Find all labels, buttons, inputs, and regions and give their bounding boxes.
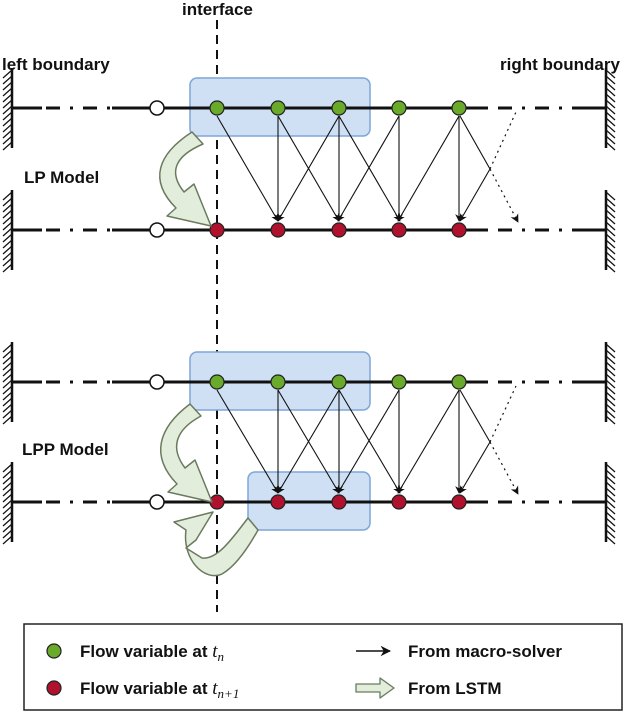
boundary-node [149, 494, 165, 510]
hatched-wall-icon [604, 68, 616, 151]
hatched-wall-icon [2, 462, 14, 545]
arrow-fan [216, 111, 519, 223]
flow-node-tn1 [391, 222, 407, 238]
lpp-model-label: LPP Model [22, 440, 109, 459]
flow-node-tn1 [270, 222, 286, 238]
grid-rows [2, 68, 616, 545]
right-boundary-label: right boundary [500, 55, 620, 74]
macro-solver-arrows [216, 111, 519, 495]
legend-lstm: From LSTM [408, 679, 502, 698]
arrow-icon [216, 389, 279, 494]
left-boundary-label: left boundary [2, 55, 110, 74]
legend-flow-tn: Flow variable at tn [80, 641, 224, 664]
lstm-arrow-lp [159, 131, 212, 227]
arrow-icon [489, 168, 519, 223]
arrow-icon [459, 115, 491, 170]
row-line [2, 68, 616, 151]
boundary-node [149, 222, 165, 238]
flow-node-tn [209, 374, 225, 390]
lstm-arrow-lpp-2 [173, 511, 259, 577]
flow-node-tn [331, 100, 347, 116]
arrow-icon [277, 389, 340, 494]
arrow-icon [489, 441, 519, 495]
flow-node-tn1 [270, 494, 286, 510]
hatched-wall-icon [2, 342, 14, 425]
arrow-icon [337, 115, 400, 222]
flow-node-tn [270, 374, 286, 390]
flow-node-tn1 [209, 222, 225, 238]
row-line [2, 342, 616, 425]
boundary-node [149, 374, 165, 390]
flow-node-tn1 [331, 494, 347, 510]
legend-hollow-arrow-icon [355, 677, 395, 699]
hatched-wall-icon [604, 462, 616, 545]
legend-green-node [46, 643, 62, 659]
arrow-icon [338, 389, 401, 494]
legend-flow-tn1: Flow variable at tn+1 [80, 678, 239, 701]
lstm-arrow-lpp-1 [160, 403, 213, 503]
flow-node-tn [209, 100, 225, 116]
arrow-icon [489, 385, 517, 443]
hatched-wall-icon [2, 190, 14, 273]
flow-node-tn [270, 100, 286, 116]
arrow-icon [277, 115, 340, 222]
flow-node-tn [391, 100, 407, 116]
flow-node-tn [331, 374, 347, 390]
flow-node-tn1 [451, 222, 467, 238]
interface-label: interface [182, 0, 253, 19]
hatched-wall-icon [2, 68, 14, 151]
legend-red-node [46, 680, 62, 696]
flow-node-tn1 [391, 494, 407, 510]
arrow-icon [338, 115, 401, 222]
arrow-icon [397, 115, 460, 222]
flow-node-tn [391, 374, 407, 390]
arrow-icon [459, 168, 491, 222]
arrow-icon [397, 389, 460, 494]
flow-node-tn [451, 374, 467, 390]
flow-node-tn1 [331, 222, 347, 238]
flow-node-tn1 [451, 494, 467, 510]
arrow-icon [489, 111, 517, 170]
row-line [2, 190, 616, 273]
hatched-wall-icon [604, 342, 616, 425]
row-line [2, 462, 616, 545]
arrow-icon [337, 389, 400, 494]
arrow-icon [216, 115, 279, 222]
legend-macro-solver: From macro-solver [408, 642, 562, 661]
hatched-wall-icon [604, 190, 616, 273]
arrow-fan [216, 385, 519, 495]
legend-box [23, 623, 623, 711]
boundary-node [149, 100, 165, 116]
arrow-icon [459, 389, 491, 443]
lp-model-label: LP Model [24, 168, 99, 187]
arrow-icon [459, 441, 491, 494]
flow-node-tn [451, 100, 467, 116]
